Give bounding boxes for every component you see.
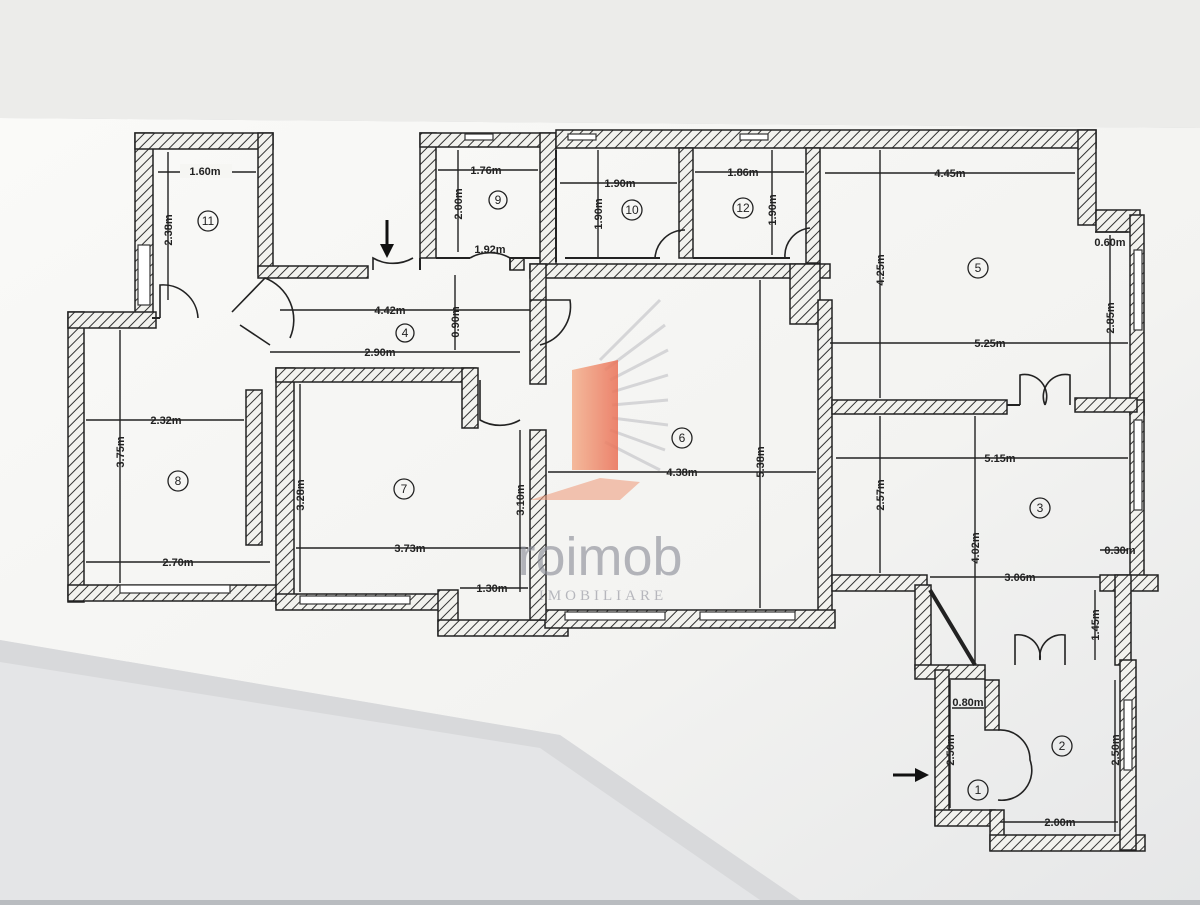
dim-room9-height: 2.00m xyxy=(453,188,465,219)
dim-room8-bottom: 2.70m xyxy=(162,557,193,569)
dim-room5-bottom: 5.25m xyxy=(974,338,1005,350)
dim-room8-width: 2.32m xyxy=(150,415,181,427)
doors xyxy=(159,227,1071,802)
dim-room4-width: 4.42m xyxy=(374,305,405,317)
dim-room9-width: 1.76m xyxy=(470,165,501,177)
room-4-label: 4 xyxy=(402,326,409,340)
dim-room2-height: 2.50m xyxy=(1110,734,1122,765)
interior-lines xyxy=(152,150,1020,406)
watermark-brand: roimob xyxy=(517,527,682,587)
fold-shadow xyxy=(0,640,800,900)
dim-room5-height: 4.25m xyxy=(875,254,887,285)
room-8-label: 8 xyxy=(175,474,182,488)
dim-room5-bay: 0.60m xyxy=(1094,237,1125,249)
dim-room6-width: 4.38m xyxy=(666,467,697,479)
back-sheet xyxy=(0,0,1200,128)
dim-room8-height: 3.75m xyxy=(115,436,127,467)
dim-room6-height: 5.38m xyxy=(755,446,767,477)
windows xyxy=(119,133,1143,771)
dim-room3-right: 0.30m xyxy=(1104,545,1135,557)
room-markers xyxy=(167,190,1073,801)
room-11-label: 11 xyxy=(202,214,215,228)
room-12-label: 12 xyxy=(736,201,750,215)
dim-room3-bottom: 3.06m xyxy=(1004,572,1035,584)
dim-room1-width: 0.80m xyxy=(952,697,983,709)
room-2-label: 2 xyxy=(1059,739,1066,753)
dim-room2-width: 2.00m xyxy=(1044,817,1075,829)
dim-room4-height: 0.90m xyxy=(450,306,462,337)
dim-room3-height-left: 2.57m xyxy=(875,479,887,510)
dim-room9-bottom: 1.92m xyxy=(474,244,505,256)
room-10-label: 10 xyxy=(625,203,639,217)
folded-sheet xyxy=(0,640,800,900)
watermark-tagline: IMOBILIARE xyxy=(539,588,667,604)
room-9-label: 9 xyxy=(495,193,502,207)
dim-room5-width: 4.45m xyxy=(934,168,965,180)
room-3-label: 3 xyxy=(1037,501,1044,515)
dim-room7-width: 3.73m xyxy=(394,543,425,555)
watermark-logo: roimob IMOBILIARE xyxy=(517,298,683,604)
dim-room12-height: 1.90m xyxy=(767,194,779,225)
dim-room10-width: 1.90m xyxy=(604,178,635,190)
dim-room4-bottom: 2.90m xyxy=(364,347,395,359)
room-1-label: 1 xyxy=(975,783,982,797)
dim-room3-height: 4.02m xyxy=(970,532,982,563)
room-5-label: 5 xyxy=(975,261,982,275)
dim-room12-width: 1.86m xyxy=(727,167,758,179)
dim-room7-niche: 1.30m xyxy=(476,583,507,595)
room-numbers: 11 9 10 12 5 4 6 8 7 3 2 1 xyxy=(175,193,1066,797)
room-6-label: 6 xyxy=(679,431,686,445)
dim-room3-width: 5.15m xyxy=(984,453,1015,465)
dim-room7-side: 3.10m xyxy=(515,484,527,515)
dim-room2-top: 1.45m xyxy=(1090,609,1102,640)
room-7-label: 7 xyxy=(401,482,408,496)
dim-room1-height: 2.50m xyxy=(945,734,957,765)
dimension-labels: 1.60m 2.38m 1.76m 2.00m 1.92m 1.90m 1.90… xyxy=(115,164,1136,829)
dim-room11-height: 2.38m xyxy=(163,214,175,245)
dim-room7-height: 3.28m xyxy=(295,479,307,510)
dim-room5-bay-height: 2.85m xyxy=(1105,302,1117,333)
dim-room11-width: 1.60m xyxy=(189,166,220,178)
dim-room10-height: 1.90m xyxy=(593,198,605,229)
dimension-lines xyxy=(86,150,1128,832)
entrance-arrows xyxy=(380,220,929,782)
